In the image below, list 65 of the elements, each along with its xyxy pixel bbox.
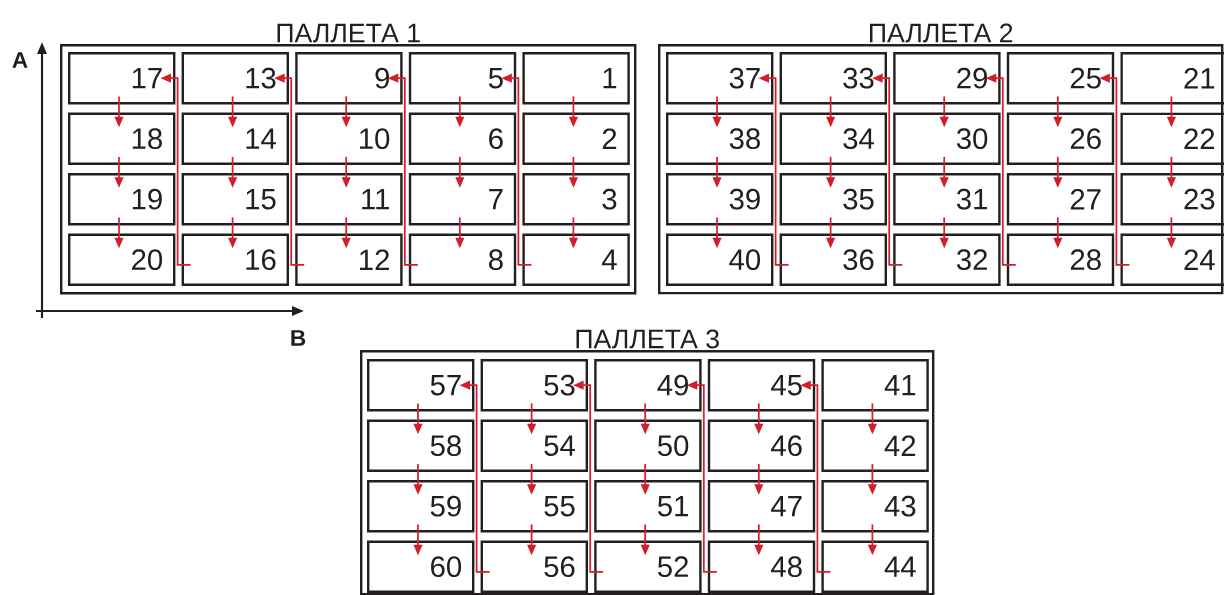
slot-box: 10 <box>295 112 403 165</box>
slot-box: 32 <box>893 233 1001 286</box>
slot-box: 47 <box>707 480 816 533</box>
slot-box: 13 <box>181 52 289 105</box>
slot-box: 15 <box>181 173 289 226</box>
slot-box: 5 <box>408 52 517 105</box>
slot-box: 8 <box>408 233 517 286</box>
slot-box: 34 <box>779 112 887 165</box>
node-label: ПАЛЛЕТА 1 <box>277 23 420 43</box>
slot-box: 30 <box>893 112 1001 165</box>
slot-box: 23 <box>1120 173 1224 226</box>
slot-box: 54 <box>480 419 588 472</box>
slot-box: 42 <box>821 419 929 472</box>
slot-box: 11 <box>295 173 403 226</box>
slot-box: 22 <box>1120 112 1224 165</box>
slot-box: 16 <box>181 233 289 286</box>
slot-box: 27 <box>1006 173 1115 226</box>
slot-box: 3 <box>522 173 630 226</box>
slot-box: 44 <box>821 540 929 593</box>
slot-box: 48 <box>707 540 816 593</box>
slot-box: 53 <box>480 359 588 412</box>
slot-box: 59 <box>367 480 475 533</box>
slot-box: 43 <box>821 480 929 533</box>
node-label: ПАЛЛЕТА 3 <box>576 329 719 349</box>
slot-box: 50 <box>594 419 702 472</box>
slot-box: 14 <box>181 112 289 165</box>
slot-box: 60 <box>367 540 475 593</box>
slot-box: 37 <box>666 52 774 105</box>
slot-box: 25 <box>1006 52 1115 105</box>
slot-box: 33 <box>779 52 887 105</box>
slot-box: 36 <box>779 233 887 286</box>
slot-box: 39 <box>666 173 774 226</box>
slot-box: 55 <box>480 480 588 533</box>
slot-box: 2 <box>522 112 630 165</box>
slot-box: 12 <box>295 233 403 286</box>
slot-box: 24 <box>1120 233 1224 286</box>
slot-box: 4 <box>522 233 630 286</box>
slot-box: 35 <box>779 173 887 226</box>
slot-box: 57 <box>367 359 475 412</box>
slot-box: 40 <box>666 233 774 286</box>
axis-label: A <box>12 52 28 68</box>
slot-box: 19 <box>68 173 176 226</box>
slot-box: 29 <box>893 52 1001 105</box>
slot-box: 28 <box>1006 233 1115 286</box>
slot-box: 17 <box>68 52 176 105</box>
slot-box: 21 <box>1120 52 1224 105</box>
slot-box: 51 <box>594 480 702 533</box>
slot-box: 58 <box>367 419 475 472</box>
slot-box: 9 <box>295 52 403 105</box>
slot-box: 7 <box>408 173 517 226</box>
slot-box: 1 <box>522 52 630 105</box>
slot-box: 45 <box>707 359 816 412</box>
slot-box: 41 <box>821 359 929 412</box>
slot-box: 46 <box>707 419 816 472</box>
slot-box: 20 <box>68 233 176 286</box>
slot-box: 18 <box>68 112 176 165</box>
slot-box: 31 <box>893 173 1001 226</box>
slot-box: 26 <box>1006 112 1115 165</box>
axis-label: B <box>291 330 306 346</box>
slot-box: 38 <box>666 112 774 165</box>
slot-box: 49 <box>594 359 702 412</box>
slot-box: 52 <box>594 540 702 593</box>
slot-box: 6 <box>408 112 517 165</box>
node-label: ПАЛЛЕТА 2 <box>870 23 1013 43</box>
slot-box: 56 <box>480 540 588 593</box>
